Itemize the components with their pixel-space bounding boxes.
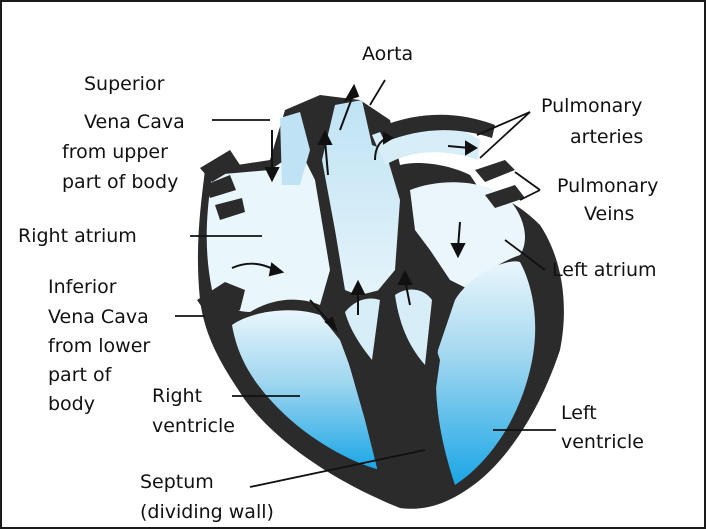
label-inferior-1: Inferior xyxy=(48,276,117,298)
label-septum-1: Septum xyxy=(140,471,214,493)
label-right-atrium: Right atrium xyxy=(18,225,137,247)
label-left-ventricle-2: ventricle xyxy=(561,431,644,453)
label-right-ventricle-2: ventricle xyxy=(152,415,235,437)
label-aorta: Aorta xyxy=(362,43,413,65)
label-pulm-arteries-1: Pulmonary xyxy=(541,95,642,117)
label-inferior-3: from lower xyxy=(48,335,150,357)
label-superior-2: Vena Cava xyxy=(84,111,185,133)
label-inferior-5: body xyxy=(48,393,95,415)
label-inferior-4: part of xyxy=(48,364,113,386)
label-pulm-arteries-2: arteries xyxy=(570,126,643,148)
label-septum-2: (dividing wall) xyxy=(140,501,274,523)
leader-aorta xyxy=(370,80,385,105)
label-pulm-veins-1: Pulmonary xyxy=(557,175,658,197)
arrow-head-aorta xyxy=(346,86,358,100)
label-left-ventricle-1: Left xyxy=(561,402,597,424)
label-pulm-veins-2: Veins xyxy=(584,203,634,225)
label-inferior-2: Vena Cava xyxy=(48,306,149,328)
label-right-ventricle-1: Right xyxy=(152,385,202,407)
label-superior-4: part of body xyxy=(62,171,178,193)
label-superior-3: from upper xyxy=(62,141,168,163)
label-left-atrium: Left atrium xyxy=(552,259,657,281)
heart-illustration xyxy=(197,95,564,509)
leader-pulm-veins-1 xyxy=(515,172,540,190)
leader-pulm-veins-2 xyxy=(520,190,540,200)
label-superior-1: Superior xyxy=(84,73,165,95)
